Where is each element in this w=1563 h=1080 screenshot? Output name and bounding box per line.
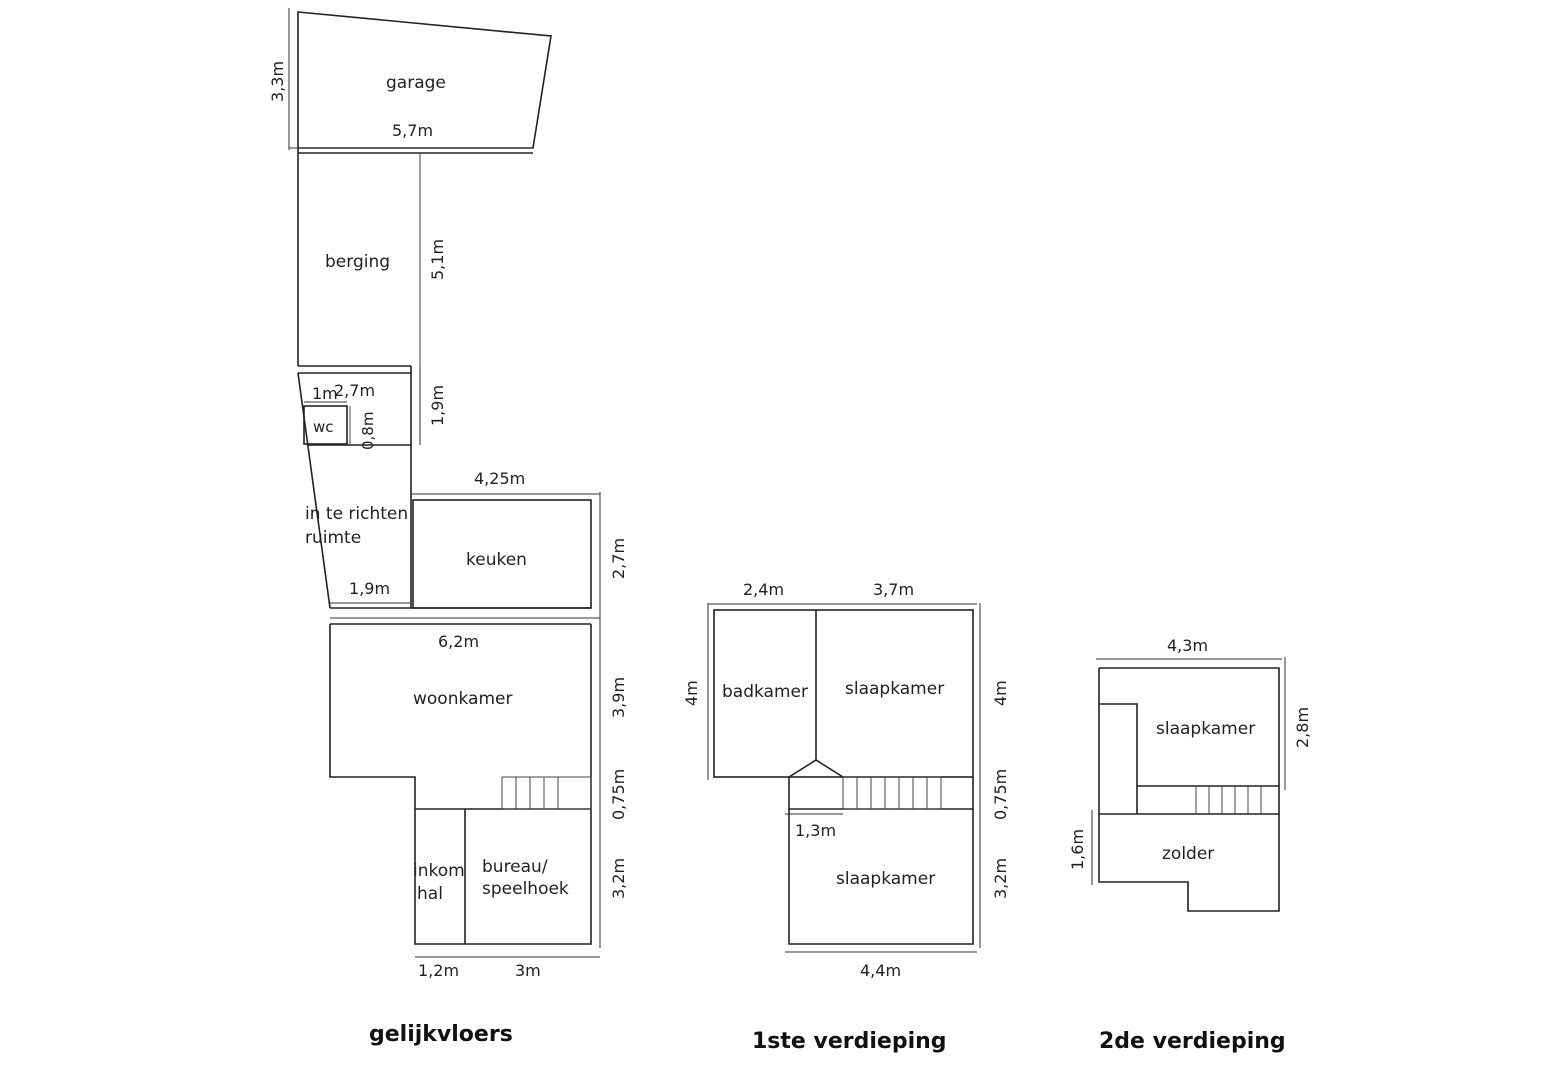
room-bureau-line1: bureau/	[482, 857, 548, 877]
room-bureau-line2: speelhoek	[482, 879, 569, 899]
dim-f1-left-height: 4m	[682, 680, 701, 706]
room-slaapkamer-1b: slaapkamer	[836, 869, 935, 889]
room-inkom-line1: inkom	[413, 861, 465, 881]
room-garage: garage	[386, 73, 446, 93]
dim-slaap1-width: 3,7m	[873, 580, 914, 599]
ground-floor: garage berging wc in te richten ruimte k…	[268, 8, 628, 1047]
dim-keuken-width: 4,25m	[474, 469, 525, 488]
floor-label-first: 1ste verdieping	[752, 1029, 947, 1054]
dim-stair-gf: 0,75m	[609, 769, 628, 820]
second-floor: slaapkamer zolder 4,3m 2,8m 1,6m 2de ver…	[1068, 636, 1312, 1054]
dim-berging-height: 5,1m	[428, 239, 447, 280]
dim-inrichten-width: 1,9m	[349, 579, 390, 598]
dim-slaap1b-width: 4,4m	[860, 961, 901, 980]
room-berging: berging	[325, 252, 390, 272]
room-badkamer: badkamer	[722, 682, 808, 702]
dim-hall-width: 2,7m	[334, 381, 375, 400]
dim-landing-width: 1,3m	[795, 821, 836, 840]
dim-f1-right-height: 4m	[991, 680, 1010, 706]
dim-bureau-height: 3,2m	[609, 858, 628, 899]
f2-outline	[1098, 667, 1280, 912]
hall-slanted-left-wall	[297, 372, 331, 609]
first-floor-dimensions	[707, 603, 981, 953]
dim-f2-width: 4,3m	[1167, 636, 1208, 655]
room-inrichten-line2: ruimte	[305, 528, 361, 548]
dim-zolder-height: 1,6m	[1068, 829, 1087, 870]
dim-bad-width: 2,4m	[743, 580, 784, 599]
room-wc: wc	[313, 418, 334, 436]
dim-woonkamer-width: 6,2m	[438, 632, 479, 651]
dim-garage-height: 3,3m	[268, 61, 287, 102]
room-slaapkamer-2: slaapkamer	[1156, 719, 1255, 739]
room-zolder: zolder	[1162, 844, 1214, 864]
dim-garage-width: 5,7m	[392, 121, 433, 140]
dim-inkom-width: 1,2m	[418, 961, 459, 980]
room-inrichten-line1: in te richten	[305, 504, 408, 524]
f1-bottom-block	[788, 777, 974, 945]
dim-wc-width: 1m	[312, 384, 338, 403]
f2-left-nook	[1099, 703, 1138, 814]
dim-woonkamer-height: 3,9m	[609, 677, 628, 718]
floor-label-second: 2de verdieping	[1099, 1029, 1286, 1054]
stair-ground-floor	[501, 776, 592, 810]
dim-stair-f1: 0,75m	[991, 769, 1010, 820]
dim-hall-height: 1,9m	[428, 385, 447, 426]
dim-bureau-width: 3m	[515, 961, 541, 980]
room-keuken: keuken	[466, 550, 527, 570]
dim-wc-height: 0,8m	[359, 412, 377, 450]
first-floor: badkamer slaapkamer slaapkamer 2,4m 3,7m…	[682, 580, 1010, 1054]
floor-label-ground: gelijkvloers	[369, 1022, 513, 1047]
dim-keuken-height: 2,7m	[609, 538, 628, 579]
dim-f2-height: 2,8m	[1293, 707, 1312, 748]
dim-slaap1b-height: 3,2m	[991, 858, 1010, 899]
wc-outline	[303, 405, 348, 445]
ground-floor-dimensions	[288, 8, 601, 958]
stair-second-floor	[1195, 786, 1262, 814]
f1-landing-notch	[788, 759, 844, 778]
second-floor-dimensions	[1091, 657, 1286, 885]
woonkamer-outline	[329, 624, 592, 945]
room-inkom-line2: hal	[417, 884, 443, 904]
room-slaapkamer-1a: slaapkamer	[845, 679, 944, 699]
room-woonkamer: woonkamer	[413, 689, 512, 709]
stair-first-floor	[842, 776, 942, 810]
